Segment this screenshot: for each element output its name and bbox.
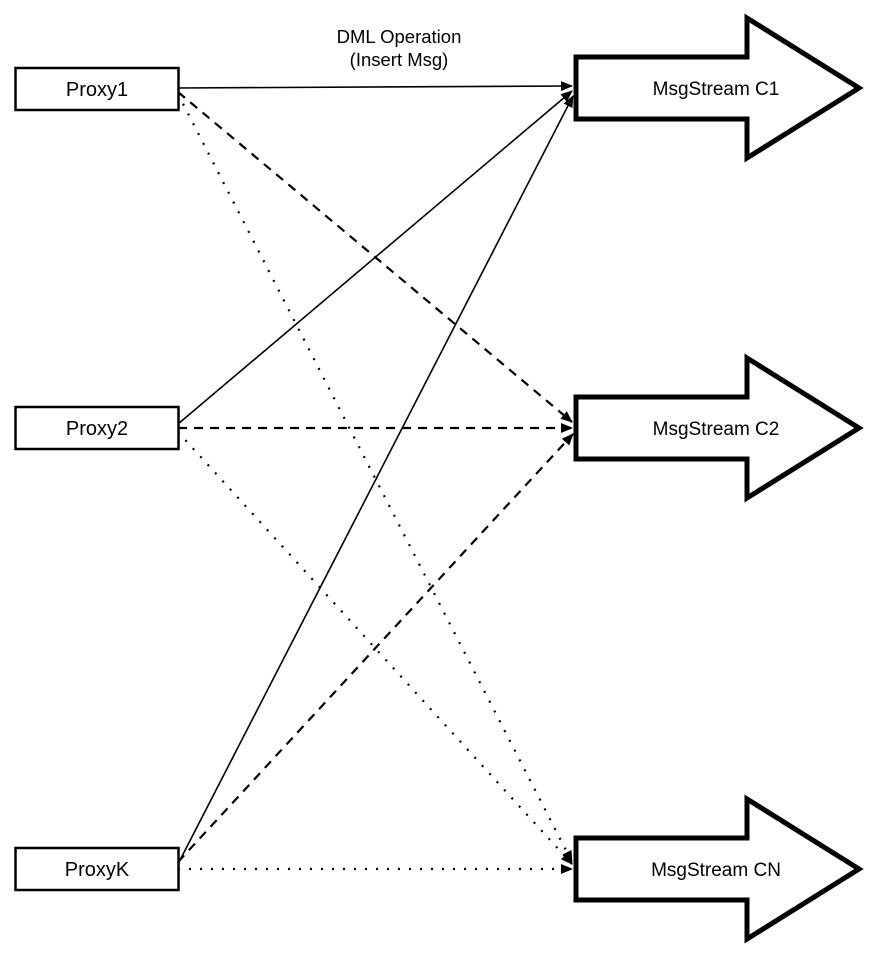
edge-proxy1-to-cn-dotted (177, 93, 573, 863)
edge-proxy2-to-c1-solid (177, 90, 573, 425)
proxy1-node: Proxy1 (14, 66, 180, 112)
msgstream-cn-label: MsgStream CN (651, 860, 781, 881)
proxy2-box (14, 405, 180, 451)
dml-operation-annotation: DML Operation (Insert Msg) (337, 26, 462, 70)
edge-proxyk-to-c1-solid (177, 95, 574, 865)
proxy2-node: Proxy2 (14, 405, 180, 451)
msgstream-cn-node: MsgStream CN (573, 794, 864, 944)
msgstream-c1-node: MsgStream C1 (573, 13, 864, 163)
proxyk-node: ProxyK (14, 846, 180, 892)
msgstream-c2-label: MsgStream C2 (653, 419, 780, 440)
proxy1-label: Proxy1 (66, 79, 128, 101)
msgstream-cn-arrow-shape (573, 794, 864, 944)
edge-proxyk-to-c2-dashed (177, 433, 574, 863)
proxyk-box (14, 846, 180, 892)
annotation-line2: (Insert Msg) (350, 49, 449, 70)
proxy1-box (14, 66, 180, 112)
msgstream-c2-arrow-shape (573, 353, 864, 503)
proxyk-label: ProxyK (65, 859, 130, 881)
annotation-line1: DML Operation (337, 26, 462, 47)
proxy2-label: Proxy2 (66, 418, 128, 440)
edge-proxy1-to-c1-solid (177, 81, 573, 92)
msgstream-c1-label: MsgStream C1 (653, 79, 780, 100)
msgstream-c2-node: MsgStream C2 (573, 353, 864, 503)
msgstream-c1-arrow-shape (573, 13, 864, 163)
